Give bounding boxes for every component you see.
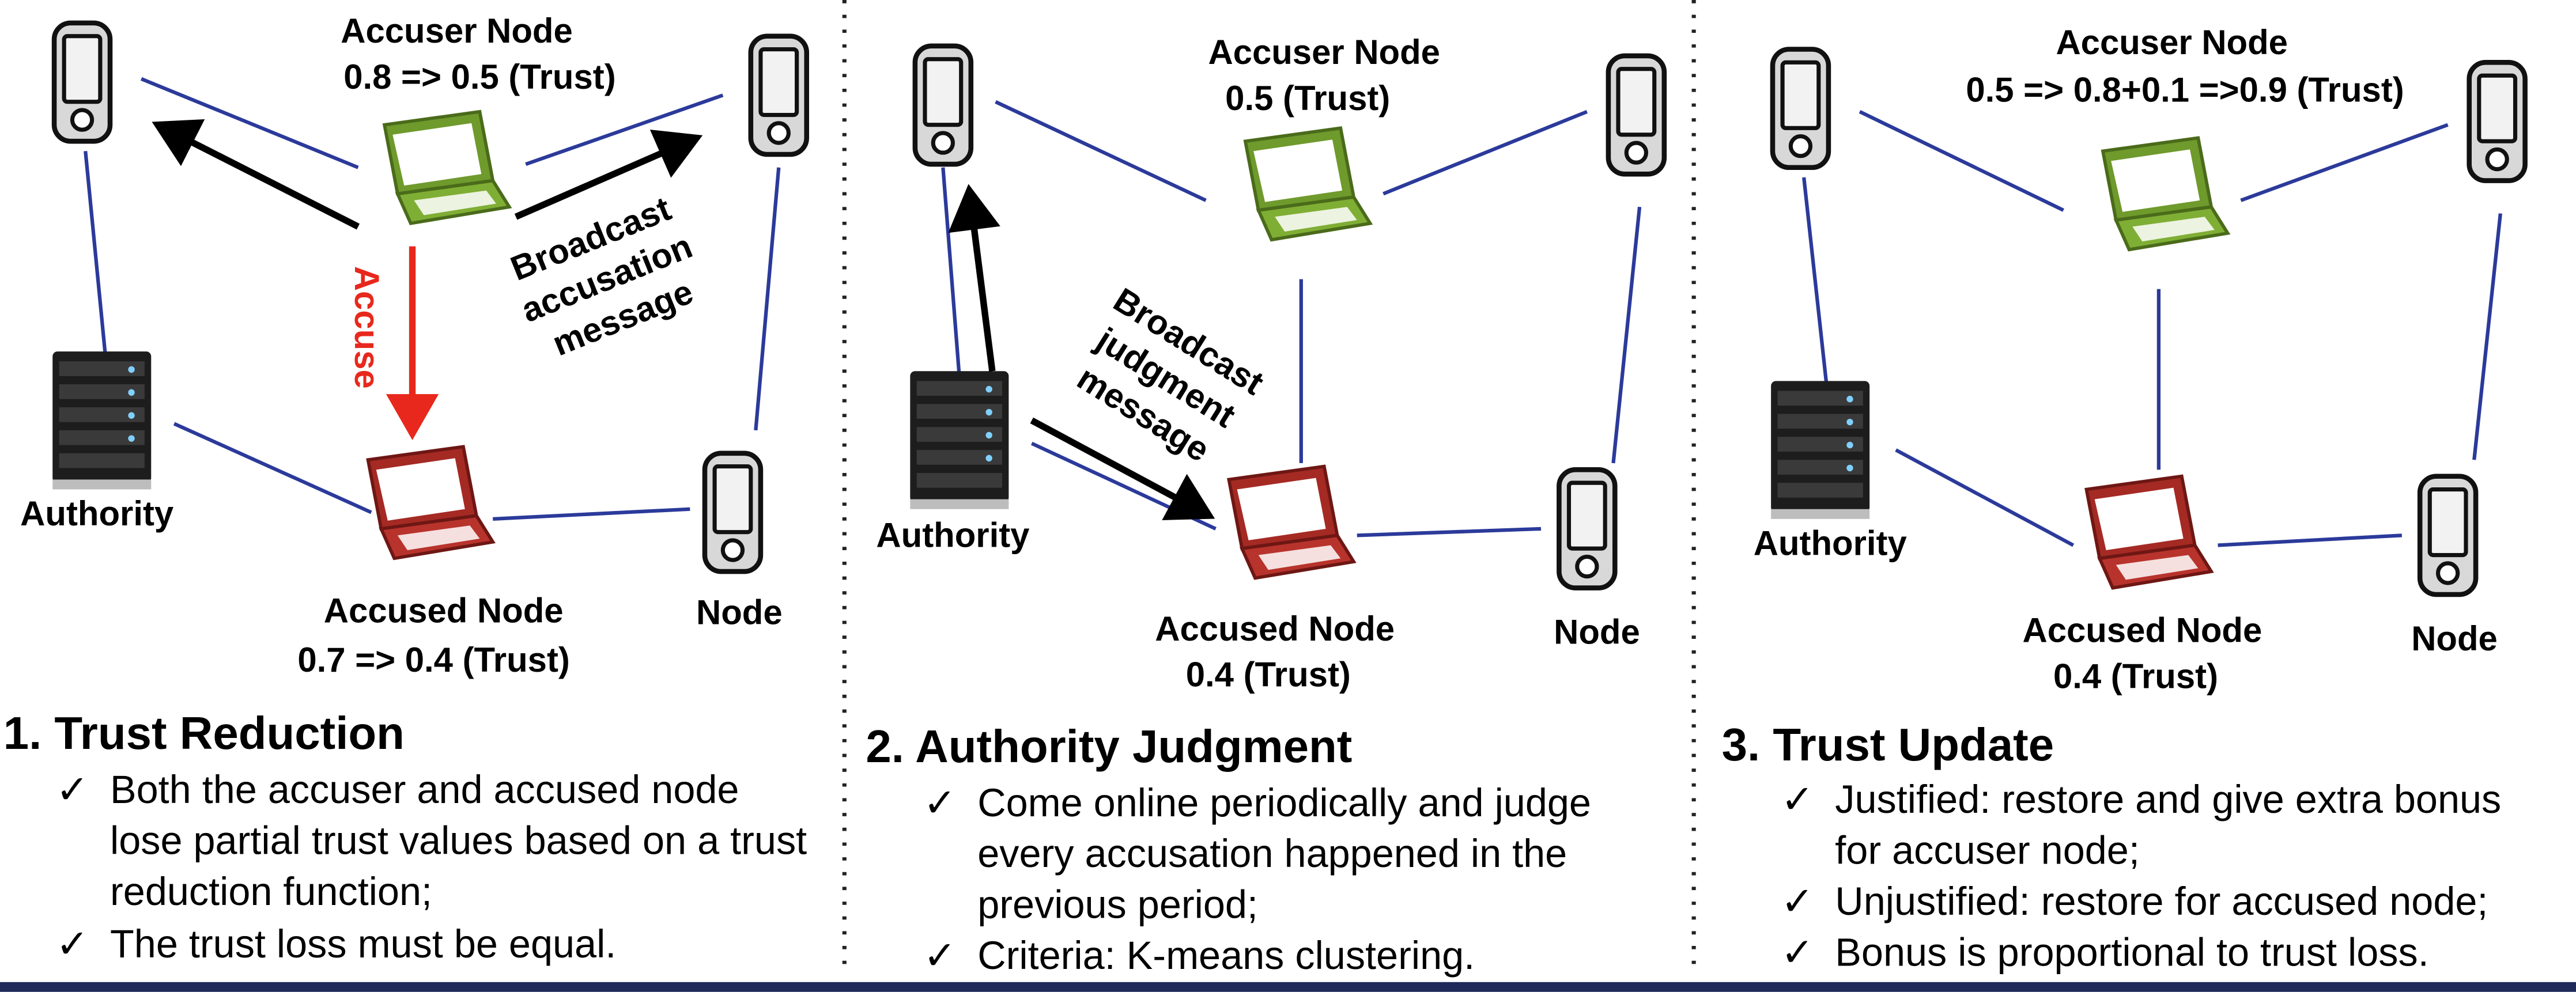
accused-trust-value: 0.7 => 0.4 (Trust)	[297, 641, 569, 679]
broadcast-accusation-label: Broadcast accusation message	[505, 189, 698, 363]
phone-icon	[54, 23, 110, 141]
accuse-label: Accuse	[348, 266, 386, 389]
node-label: Node	[2411, 619, 2498, 658]
server-icon	[910, 371, 1009, 509]
arrow-to-neighbor	[152, 119, 360, 230]
bullet-list: ✓ Both the accuser and accused node lose…	[56, 768, 807, 966]
accused-trust-value: 0.4 (Trust)	[2053, 657, 2218, 695]
accuser-trust-value: 0.5 => 0.8+0.1 =>0.9 (Trust)	[1966, 71, 2404, 109]
phone-icon	[1559, 470, 1615, 588]
accuser-node-title: Accuser Node	[1208, 33, 1440, 71]
accuser-trust-value: 0.5 (Trust)	[1225, 79, 1390, 118]
phone-icon	[2420, 476, 2476, 595]
section-title: 3. Trust Update	[1722, 719, 2054, 770]
node-label: Node	[1554, 613, 1640, 652]
phone-icon	[915, 46, 971, 164]
bullet-line: previous period;	[977, 883, 1258, 927]
check-mark: ✓	[56, 922, 89, 966]
bullet-line: every accusation happened in the	[977, 832, 1567, 876]
bullet-line: reduction function;	[110, 870, 432, 914]
broadcast-judgment-arrow	[1030, 417, 1215, 520]
accuser-trust-value: 0.8 => 0.5 (Trust)	[343, 58, 615, 96]
bullet-line: Bonus is proportional to trust loss.	[1835, 930, 2428, 974]
accuser-node-title: Accuser Node	[341, 12, 573, 50]
accused-laptop-icon	[1229, 467, 1354, 578]
accused-node-title: Accused Node	[324, 591, 564, 630]
phone-icon	[1608, 56, 1664, 174]
server-icon	[1771, 381, 1870, 519]
bullet-line: Come online periodically and judge	[977, 781, 1591, 825]
check-mark: ✓	[56, 768, 89, 812]
check-mark: ✓	[1781, 778, 1814, 821]
authority-label: Authority	[20, 494, 173, 533]
accuser-laptop-icon	[1245, 128, 1370, 240]
bullet-line: Both the accuser and accused node	[110, 768, 739, 812]
network-links	[84, 77, 781, 521]
bullet-list: ✓ Justified: restore and give extra bonu…	[1781, 778, 2501, 974]
node-label: Node	[696, 593, 783, 631]
panel-trust-update: Accuser Node 0.5 => 0.8+0.1 =>0.9 (Trust…	[1722, 23, 2525, 974]
bullet-list: ✓ Come online periodically and judge eve…	[923, 781, 1591, 978]
phone-icon	[751, 36, 807, 154]
check-mark: ✓	[923, 781, 956, 825]
bullet-line: The trust loss must be equal.	[110, 922, 616, 966]
bullet-line: lose partial trust values based on a tru…	[110, 819, 807, 862]
phone-icon	[705, 453, 761, 571]
section-title: 1. Trust Reduction	[3, 707, 405, 759]
footer-bar	[0, 982, 2576, 992]
accuser-laptop-icon	[384, 112, 509, 224]
accused-laptop-icon	[368, 446, 493, 558]
accused-node-title: Accused Node	[2022, 611, 2262, 650]
section-title: 2. Authority Judgment	[866, 721, 1352, 772]
accused-laptop-icon	[2086, 476, 2211, 588]
bullet-line: for accuser node;	[1835, 829, 2140, 873]
check-mark: ✓	[1781, 880, 1814, 923]
accuser-laptop-icon	[2103, 138, 2228, 249]
server-icon	[52, 351, 152, 490]
authority-to-phone-arrow	[948, 184, 1000, 372]
accused-node-title: Accused Node	[1155, 609, 1395, 648]
bullet-line: Criteria: K-means clustering.	[977, 934, 1475, 978]
network-links	[1802, 110, 2502, 547]
check-mark: ✓	[923, 934, 956, 978]
panel-authority-judgment: Accuser Node 0.5 (Trust) Accused Node 0.…	[866, 33, 1664, 978]
bullet-line: Justified: restore and give extra bonus	[1835, 778, 2501, 821]
authority-label: Authority	[1754, 524, 1907, 563]
broadcast-judgment-label: Broadcast judgment message	[1071, 281, 1271, 470]
authority-label: Authority	[876, 516, 1029, 554]
bullet-line: Unjustified: restore for accused node;	[1835, 880, 2488, 923]
check-mark: ✓	[1781, 930, 1814, 974]
panel-trust-reduction: Accuser Node 0.8 => 0.5 (Trust) Accused …	[3, 12, 807, 966]
accuser-node-title: Accuser Node	[2056, 23, 2288, 62]
phone-icon	[2469, 62, 2525, 180]
broadcast-arrow	[514, 130, 703, 220]
accused-trust-value: 0.4 (Trust)	[1186, 656, 1351, 694]
phone-icon	[1773, 50, 1829, 168]
